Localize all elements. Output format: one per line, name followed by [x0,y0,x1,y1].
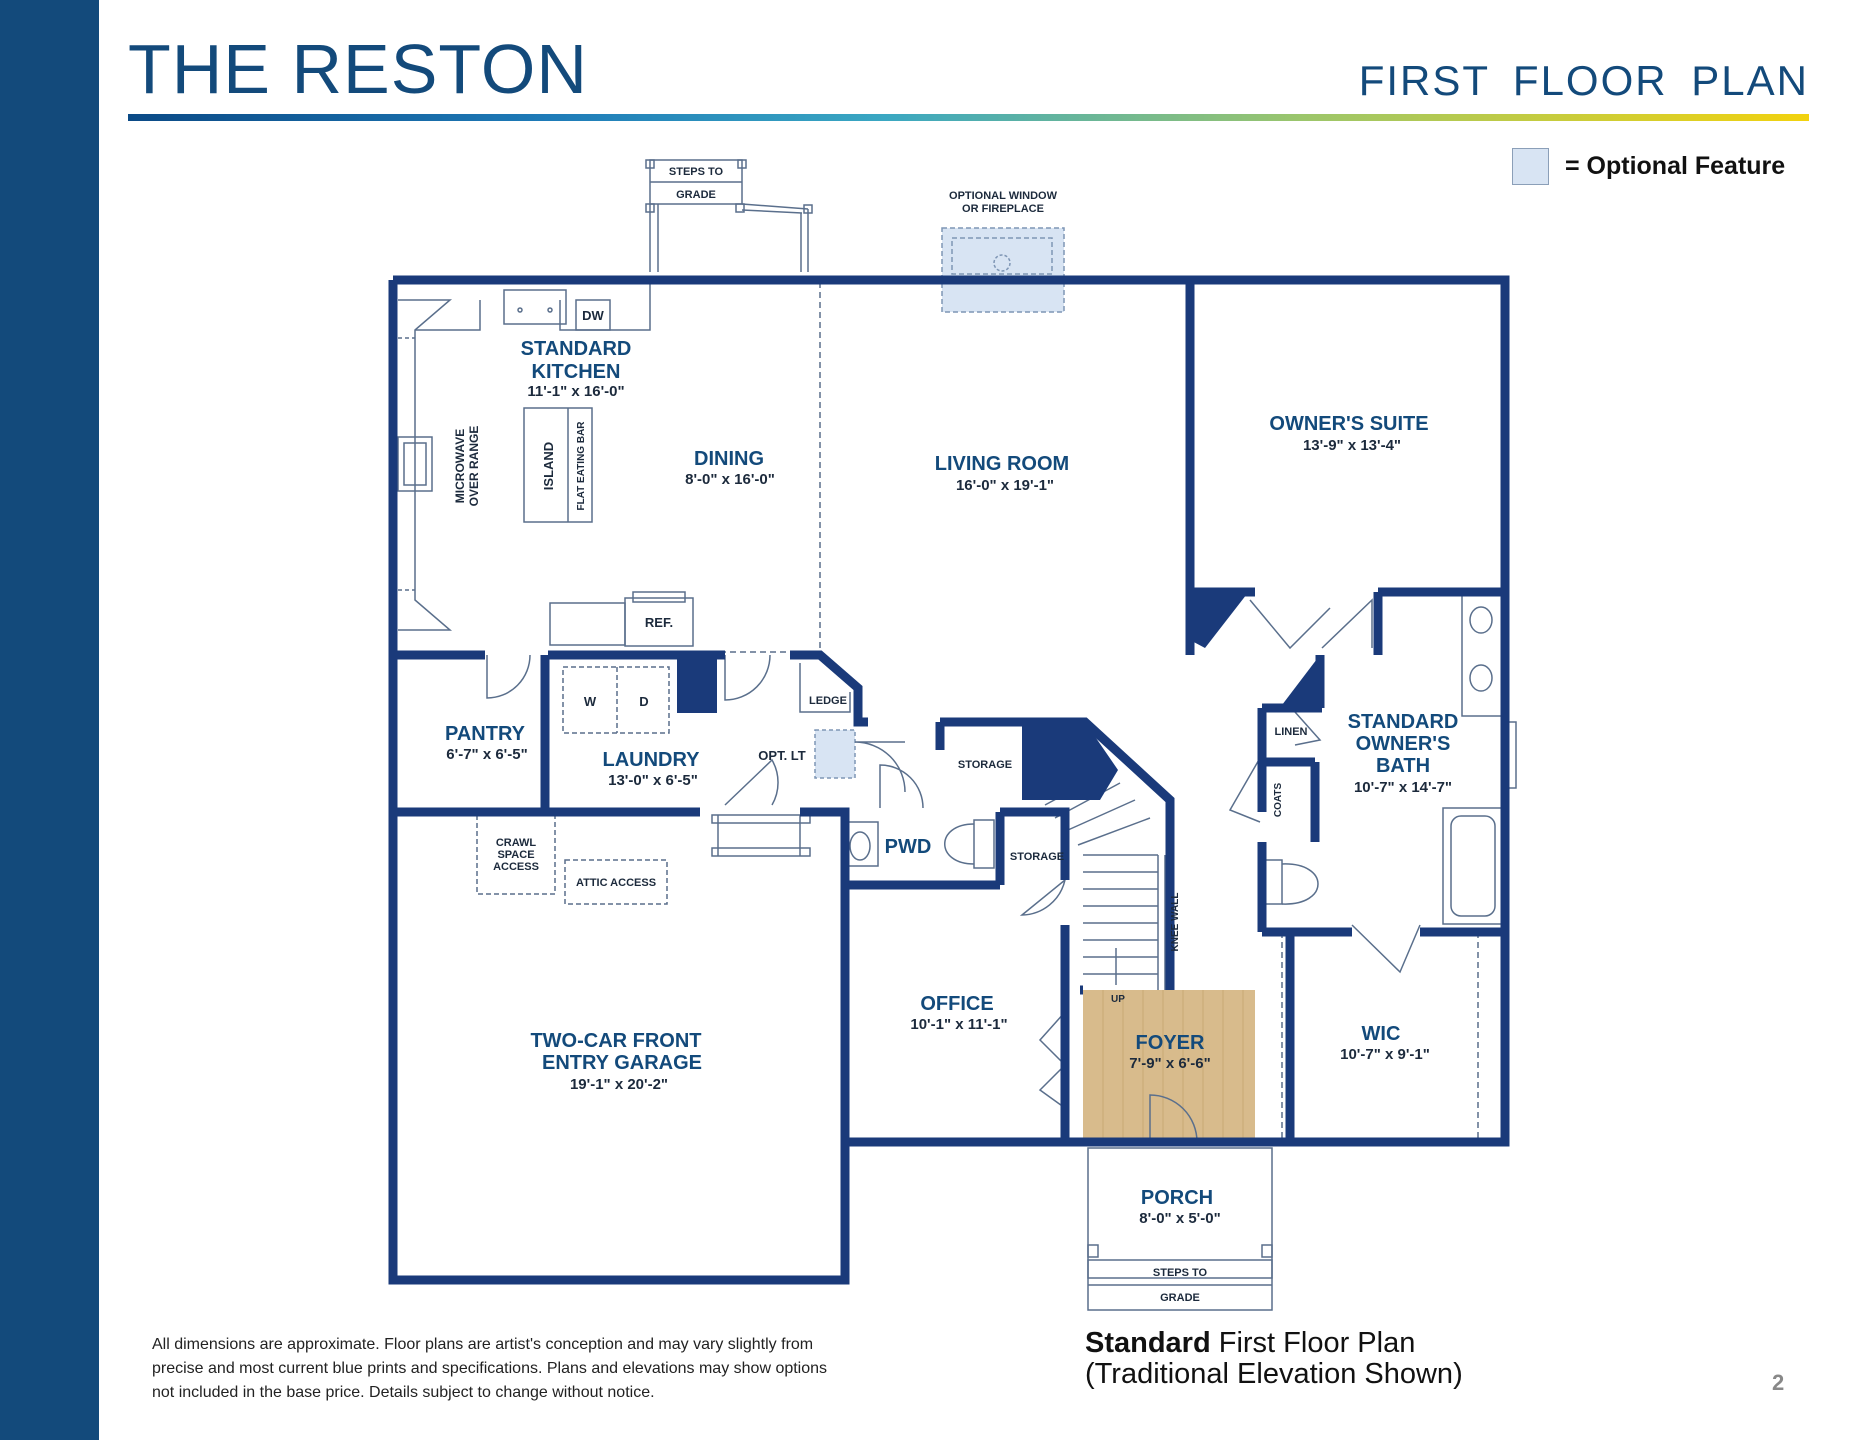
owners-suite-dims: 13'-9" x 13'-4" [1303,437,1401,454]
owners-bath-name-2: OWNER'S [1356,733,1451,755]
washer-label: W [584,694,597,709]
page-number: 2 [1772,1370,1785,1395]
sidebar-band [0,0,99,1440]
wall-blocks [677,590,1320,800]
pwd-name: PWD [885,836,932,858]
steps-to-label-bottom: STEPS TO [1153,1267,1208,1279]
pantry-name: PANTRY [445,723,526,745]
legend: = Optional Feature [1512,146,1785,186]
office-name: OFFICE [920,993,993,1015]
garage-name-2: ENTRY GARAGE [542,1052,702,1074]
gradient-rule [128,114,1809,121]
wic-name: WIC [1362,1023,1401,1045]
grade-label-top: GRADE [676,189,716,201]
optional-feature-swatch [1512,147,1549,185]
wic-dims: 10'-7" x 9'-1" [1340,1046,1430,1063]
island-label: ISLAND [541,442,556,490]
linen-label: LINEN [1275,726,1308,738]
door-swings [486,598,1421,1143]
foyer-name: FOYER [1136,1032,1205,1054]
owners-bath-name-3: BATH [1376,755,1430,777]
grade-label-bottom: GRADE [1160,1292,1200,1304]
dryer-label: D [639,694,648,709]
crawl-label: CRAWL [496,837,537,849]
optional-window-label: OPTIONAL WINDOW [949,190,1058,202]
coats-label: COATS [1273,783,1284,818]
microwave-label: MICROWAVE [453,429,467,503]
kitchen-name-2: KITCHEN [532,361,621,383]
foyer-dims: 7'-9" x 6'-6" [1129,1055,1210,1072]
page-title: THE RESTON [128,30,588,108]
pantry-dims: 6'-7" x 6'-5" [446,746,527,763]
steps-to-label-top: STEPS TO [669,166,724,178]
flat-eating-bar-label: FLAT EATING BAR [576,421,587,511]
opt-lt-label: OPT. LT [758,748,805,763]
plan-caption: Standard First Floor Plan (Traditional E… [1085,1328,1463,1390]
over-range-label: OVER RANGE [467,426,481,507]
up-label: UP [1111,994,1125,1005]
optional-fireplace-label: OR FIREPLACE [962,203,1044,215]
office-dims: 10'-1" x 11'-1" [910,1016,1007,1033]
laundry-name: LAUNDRY [602,749,700,771]
porch-name: PORCH [1141,1187,1213,1209]
kitchen-name-1: STANDARD [521,338,632,360]
ledge-label: LEDGE [809,695,847,707]
space-label: SPACE [497,849,534,861]
garage-dims: 19'-1" x 20'-2" [570,1076,668,1093]
living-room-name: LIVING ROOM [935,453,1069,475]
owners-bath-name-1: STANDARD [1348,711,1459,733]
attic-access-label: ATTIC ACCESS [576,877,656,889]
storage-label-2: STORAGE [1010,851,1064,863]
foyer-floor-planks [1102,990,1244,1140]
ref-label: REF. [645,615,673,630]
caption-bold: Standard [1085,1327,1211,1359]
legend-text: = Optional Feature [1565,151,1786,180]
owners-suite-name: OWNER'S SUITE [1269,413,1428,435]
optional-areas [814,227,1065,779]
garage-name-1: TWO-CAR FRONT [530,1030,701,1052]
dining-dims: 8'-0" x 16'-0" [685,471,775,488]
dining-name: DINING [694,448,764,470]
kitchen-dims: 11'-1" x 16'-0" [527,383,624,400]
owners-bath-dims: 10'-7" x 14'-7" [1354,779,1452,796]
caption-rest: First Floor Plan [1210,1327,1416,1359]
access-label: ACCESS [493,861,539,873]
dw-label: DW [582,308,604,323]
foyer-floor [1083,990,1255,1140]
knee-wall-label: KNEE WALL [1170,893,1181,952]
porch-dims: 8'-0" x 5'-0" [1139,1210,1220,1227]
disclaimer-text: All dimensions are approximate. Floor pl… [152,1336,828,1401]
laundry-dims: 13'-0" x 6'-5" [608,772,698,789]
storage-label-1: STORAGE [958,759,1012,771]
caption-line2: (Traditional Elevation Shown) [1085,1358,1463,1390]
living-room-dims: 16'-0" x 19'-1" [956,477,1054,494]
page-subtitle: FIRST FLOOR PLAN [1358,57,1809,104]
